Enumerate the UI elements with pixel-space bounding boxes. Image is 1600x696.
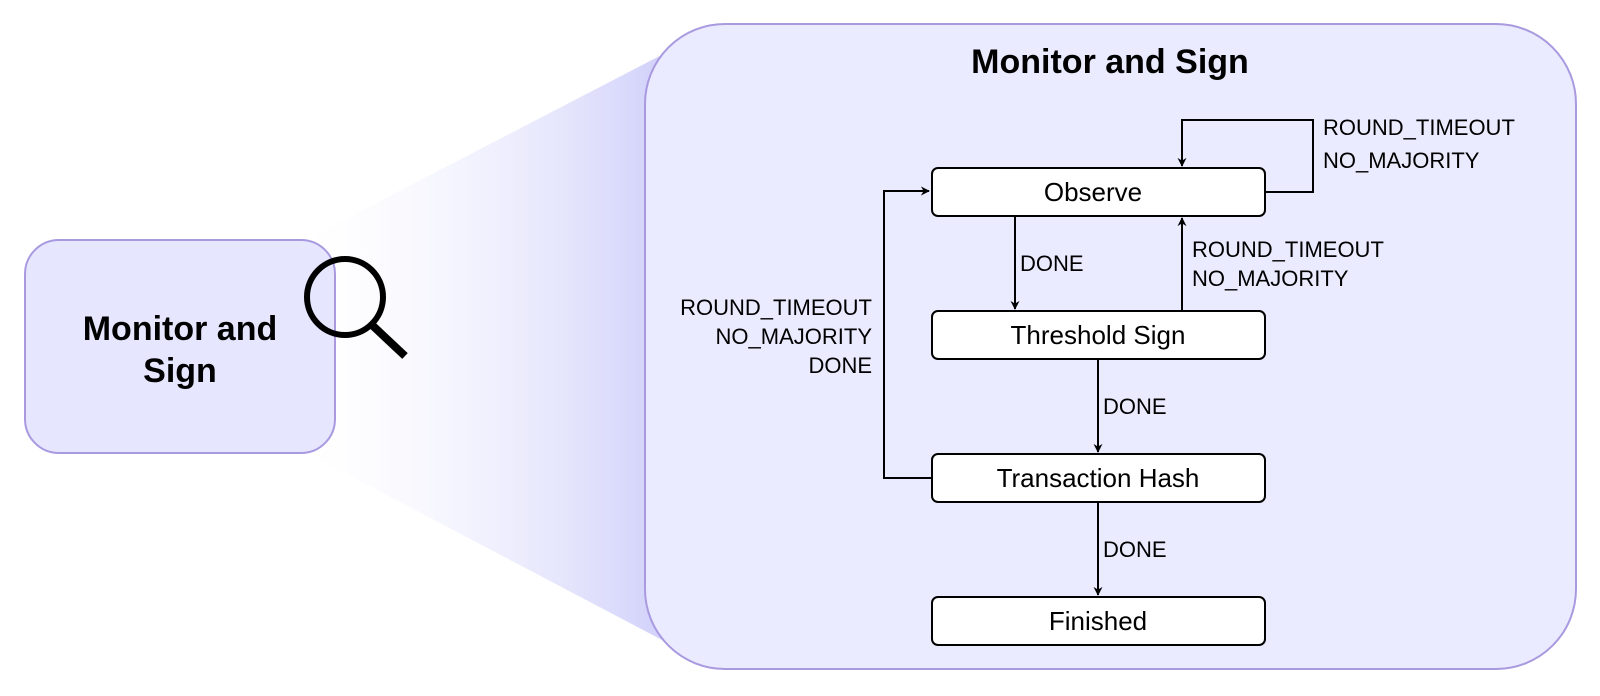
edge-label-hash-to-observe-1: ROUND_TIMEOUT	[680, 295, 872, 320]
edge-label-observe-to-threshold: DONE	[1020, 251, 1084, 276]
state-threshold-sign[interactable]: Threshold Sign	[931, 310, 1266, 360]
edge-label-observe-self-1: ROUND_TIMEOUT	[1323, 115, 1515, 140]
edge-label-threshold-to-hash: DONE	[1103, 394, 1167, 419]
edge-labels: ROUND_TIMEOUT NO_MAJORITY DONE ROUND_TIM…	[680, 115, 1515, 562]
edge-observe-self	[1177, 119, 1314, 193]
state-threshold-sign-label: Threshold Sign	[1011, 320, 1186, 350]
state-finished[interactable]: Finished	[931, 596, 1266, 646]
edge-label-hash-to-observe-2: NO_MAJORITY	[716, 324, 873, 349]
state-transaction-hash[interactable]: Transaction Hash	[931, 453, 1266, 503]
detail-title: Monitor and Sign	[971, 43, 1249, 81]
magnifier-icon	[304, 256, 408, 359]
overview-box[interactable]: Monitor and Sign	[24, 239, 336, 454]
edge-label-threshold-to-observe-2: NO_MAJORITY	[1192, 266, 1349, 291]
edge-label-hash-to-observe-3: DONE	[808, 353, 872, 378]
state-transaction-hash-label: Transaction Hash	[997, 463, 1200, 493]
edges	[883, 119, 1314, 596]
edge-hash-to-observe	[883, 186, 932, 479]
zoom-beam	[305, 35, 700, 660]
state-observe-label: Observe	[1044, 177, 1142, 207]
overview-title-line2: Sign	[143, 352, 217, 390]
edge-label-observe-self-2: NO_MAJORITY	[1323, 148, 1480, 173]
edge-label-hash-to-finished: DONE	[1103, 537, 1167, 562]
state-finished-label: Finished	[1049, 606, 1147, 636]
state-observe[interactable]: Observe	[931, 167, 1266, 217]
overview-title-line1: Monitor and	[83, 310, 278, 348]
edge-label-threshold-to-observe-1: ROUND_TIMEOUT	[1192, 237, 1384, 262]
